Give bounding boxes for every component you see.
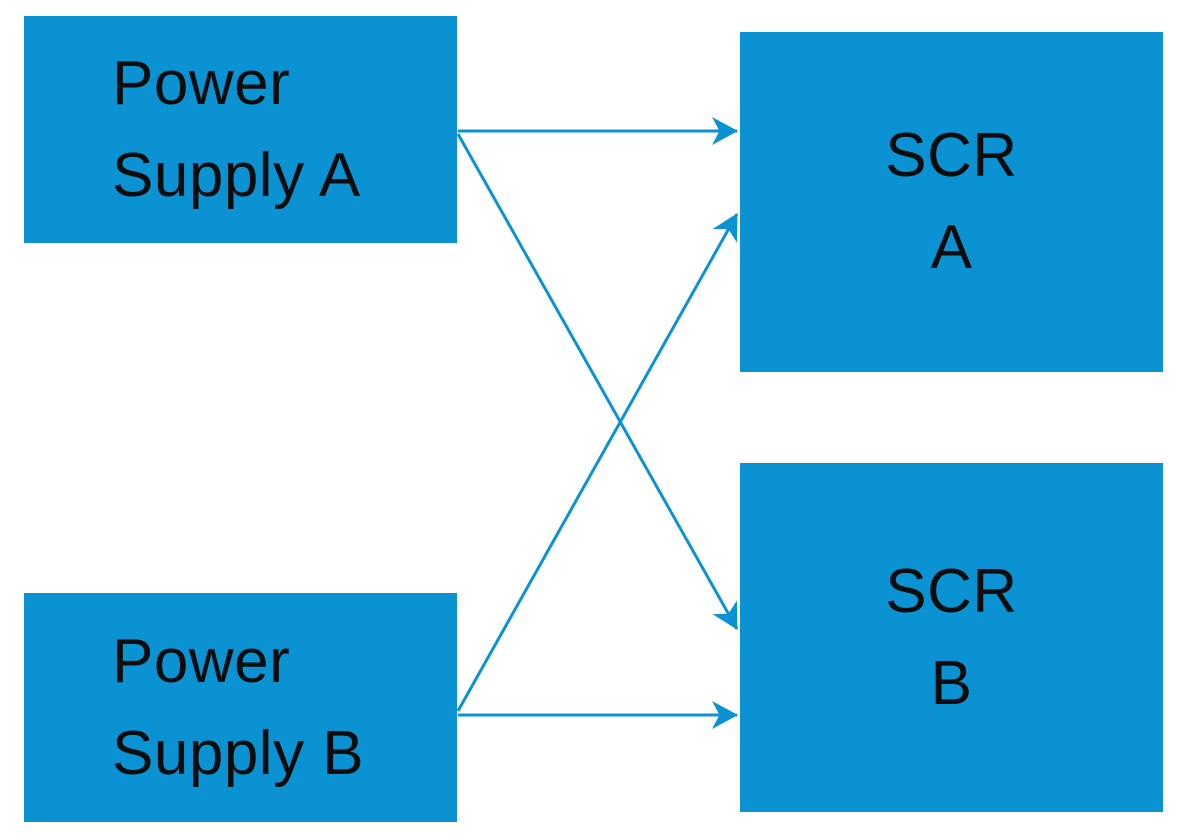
node-label-line: Power: [112, 626, 291, 696]
node-label-line: Power: [112, 48, 291, 118]
node-label-line: A: [930, 213, 973, 282]
node-label-line: Supply B: [112, 718, 365, 788]
node-power-supply-b: Power Supply B: [24, 593, 457, 822]
node-scr-b: SCR B: [740, 463, 1163, 812]
node-label-line: SCR: [885, 556, 1018, 626]
edge-power-supply-a-to-scr-b: [456, 133, 739, 630]
node-scr-a: SCR A: [740, 32, 1163, 372]
node-power-supply-a: Power Supply A: [24, 16, 457, 243]
node-label-line: B: [930, 648, 973, 718]
edge-power-supply-b-to-scr-a: [456, 213, 739, 712]
node-label-line: Supply A: [112, 140, 361, 210]
node-label-line: SCR: [885, 121, 1018, 190]
